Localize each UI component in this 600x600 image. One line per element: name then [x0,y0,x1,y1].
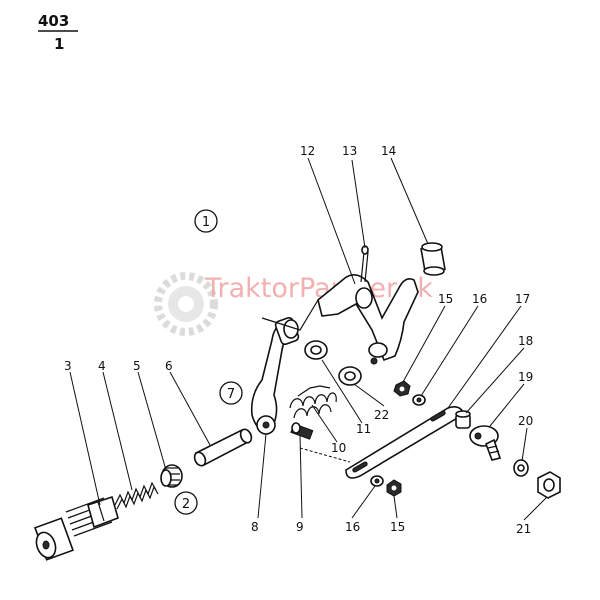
part-16-washer-bottom [370,475,384,487]
part-label: 15 [438,292,453,306]
svg-text:1: 1 [202,215,210,230]
part-label: 21 [516,522,531,536]
part-12-fork-lever [261,274,419,365]
part-label: 14 [381,144,396,158]
part-14-bushing [420,242,446,276]
part-22-washer [338,366,362,386]
part-label: 8 [251,520,259,534]
part-5-nut [160,464,183,488]
part-label: 3 [64,359,72,373]
part-label: 4 [98,359,106,373]
assembly-marker-7: 7 [219,381,243,405]
page-number-top: 403 [38,12,69,30]
svg-text:2: 2 [182,497,190,512]
part-label: 10 [331,441,346,455]
part-label: 18 [518,334,533,348]
part-21-nut [537,471,561,499]
part-label: 11 [356,422,371,436]
part-label: 12 [300,144,315,158]
part-label: 15 [390,520,405,534]
part-9-pin [290,422,314,440]
page-number: 403 1 [38,12,78,53]
svg-text:7: 7 [227,387,235,402]
part-15-nut-top [393,380,411,397]
part-label: 13 [342,144,357,158]
part-11-washer [304,340,328,360]
part-labels: 3 4 5 6 8 9 10 11 22 12 13 14 15 16 17 1… [64,144,533,536]
assembly-marker-2: 2 [174,491,198,515]
part-20-washer [513,459,529,477]
part-label: 9 [296,520,304,534]
leader-lines [69,157,548,521]
part-16-washer-top [412,394,426,406]
part-label: 6 [165,359,173,373]
part-15-nut-bottom [386,479,402,497]
part-label: 5 [133,359,141,373]
part-4-spring [114,481,159,510]
part-label: 16 [472,292,487,306]
part-3-threaded-housing [34,495,119,561]
part-label: 16 [345,520,360,534]
part-label: 17 [515,292,530,306]
part-10-spring [289,385,337,419]
part-19-ball-joint [469,425,502,461]
part-label: 20 [518,414,533,428]
part-label: 22 [374,408,389,422]
gear-icon [154,272,218,336]
part-18-bushing [455,410,471,429]
part-6-pin [193,428,253,467]
page-number-bottom: 1 [54,35,64,53]
part-label: 19 [518,370,533,384]
part-13-split-pin [360,245,369,283]
part-8-lever [250,316,300,435]
assembly-marker-1: 1 [194,209,218,233]
